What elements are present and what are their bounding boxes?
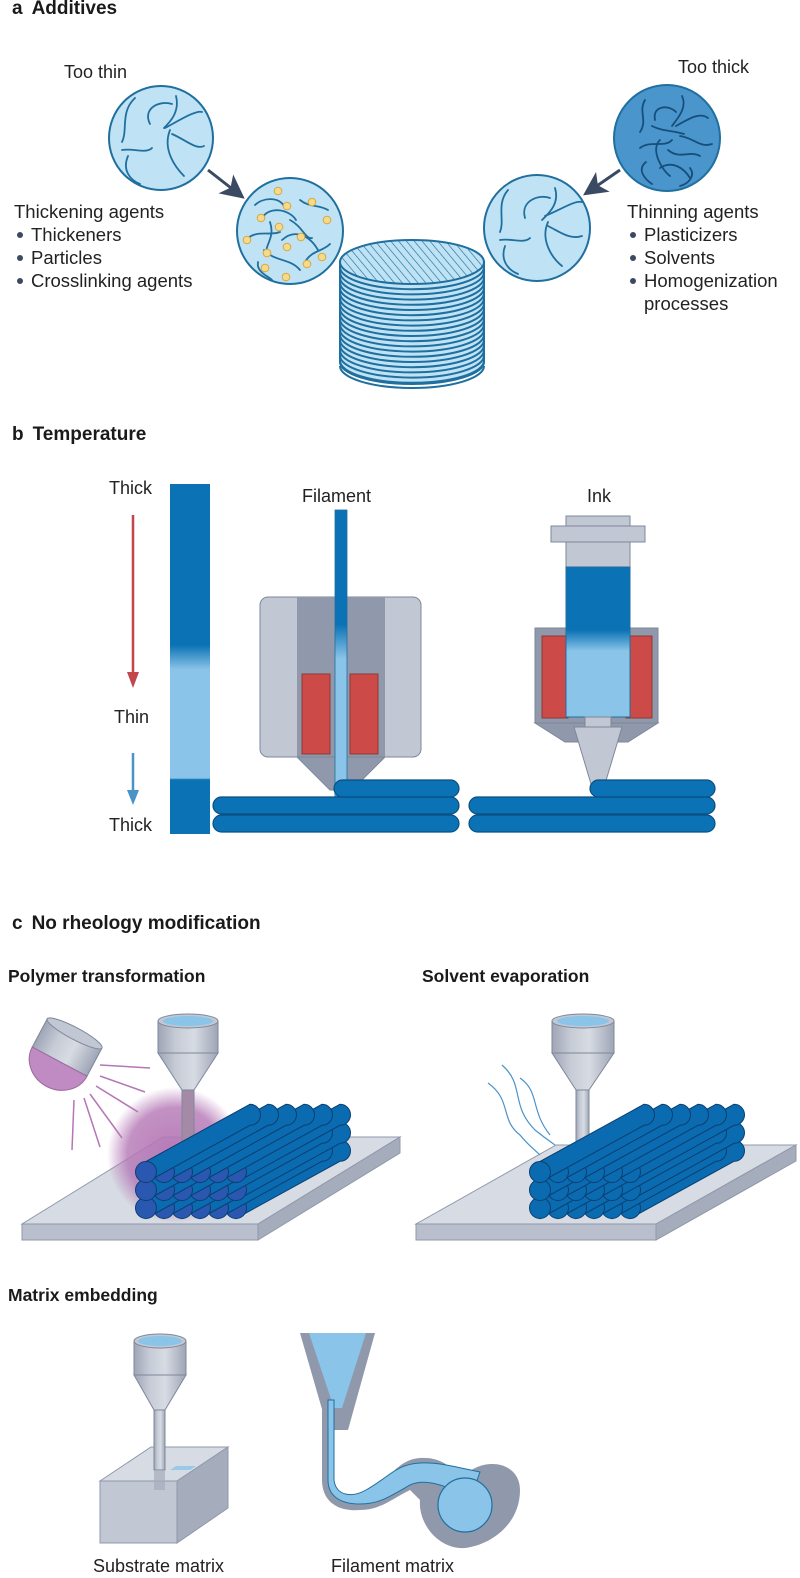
ink-extruder — [533, 515, 660, 785]
cylinder-layer-ring — [339, 339, 485, 363]
filament-matrix-drawing — [300, 1333, 520, 1549]
list-item: Homogenization — [627, 269, 778, 292]
thickened-circle — [236, 177, 344, 285]
panel-c-letter: c — [12, 913, 23, 934]
polymer-nozzle — [157, 1013, 219, 1149]
list-item: Solvents — [627, 246, 778, 269]
ink-reservoir — [565, 566, 631, 718]
solvent-evaporation-drawing — [414, 1013, 798, 1241]
polymer-printed-lattice — [135, 1103, 351, 1220]
cylinder-layer-ring — [339, 313, 485, 337]
thinning-agents-block: Thinning agents Plasticizers Solvents Ho… — [627, 201, 778, 315]
panel-c-title: No rheology modification — [31, 913, 261, 934]
filament-layers — [212, 779, 460, 833]
polymer-transformation-heading: Polymer transformation — [8, 966, 206, 986]
vapor-lines — [487, 1064, 556, 1156]
too-thick-circle — [613, 84, 721, 192]
too-thin-label: Too thin — [64, 62, 128, 82]
panel-c-heading: c No rheology modification — [12, 913, 261, 935]
list-item: Thickeners — [14, 223, 192, 246]
cylinder-layer-ring — [339, 329, 485, 353]
cylinder-layer-ring — [339, 303, 485, 327]
viscosity-gradient-bar — [170, 484, 210, 834]
printed-rod — [539, 1103, 655, 1184]
printed-cylinder — [339, 239, 485, 389]
panel-a-title: Additives — [31, 0, 118, 19]
cylinder-layer-ring — [339, 277, 485, 301]
thickening-agents-title: Thickening agents — [14, 201, 165, 222]
printed-rod — [145, 1103, 261, 1184]
printed-rod-end — [529, 1161, 551, 1183]
list-item-continuation: processes — [644, 293, 729, 314]
filament-matrix-label: Filament matrix — [331, 1556, 455, 1576]
cylinder-layer-ring — [339, 287, 485, 311]
heating-arrow-head — [127, 672, 139, 688]
cylinder-layer-ring — [339, 345, 485, 369]
cylinder-layer-ring — [339, 272, 485, 296]
thinning-agents-list: Plasticizers Solvents Homogenization pro… — [627, 223, 778, 315]
cylinder-layer-ring — [339, 298, 485, 322]
panel-b-drawing — [127, 484, 716, 834]
cylinder-layer-ring — [339, 360, 485, 384]
ink-label: Ink — [587, 486, 612, 506]
printed-rod-end — [135, 1161, 157, 1183]
cylinder-layer-ring — [339, 334, 485, 358]
filament-label: Filament — [302, 486, 372, 506]
ink-layers — [468, 779, 716, 833]
thickening-agents-list: Thickeners Particles Crosslinking agents — [14, 223, 192, 292]
arrow-thin-to-mix — [207, 168, 245, 199]
thinning-agents-title: Thinning agents — [627, 201, 759, 222]
thinned-circle — [483, 174, 591, 282]
substrate-nozzle — [133, 1333, 187, 1490]
cylinder-layer-ring — [339, 319, 485, 343]
list-item: Plasticizers — [627, 223, 778, 246]
substrate-matrix-drawing — [98, 1333, 230, 1544]
panel-b-letter: b — [12, 424, 24, 445]
list-item: Particles — [14, 246, 192, 269]
solvent-printed-lattice — [529, 1103, 745, 1220]
panel-b-heading: b Temperature — [12, 424, 146, 446]
cylinder-layer-ring — [339, 282, 485, 306]
panel-b-title: Temperature — [32, 424, 147, 445]
uv-rays — [71, 1064, 151, 1151]
too-thin-circle — [108, 85, 214, 191]
filament-extruder — [259, 509, 422, 797]
cylinder-layer-ring — [339, 293, 485, 317]
scale-label-thick-bottom: Thick — [109, 815, 153, 835]
scale-label-thin: Thin — [114, 707, 150, 727]
filament-strand — [334, 509, 348, 797]
cylinder-layer-ring — [339, 267, 485, 291]
panel-a-drawing — [108, 84, 721, 389]
solvent-nozzle — [551, 1013, 615, 1146]
panel-a-heading: a Additives — [12, 0, 117, 20]
cylinder-layer-ring — [339, 355, 485, 379]
cooling-arrow-head — [127, 790, 139, 805]
matrix-embedding-heading: Matrix embedding — [8, 1285, 158, 1305]
list-item: Crosslinking agents — [14, 269, 192, 292]
cylinder-layer-ring — [339, 324, 485, 348]
too-thick-label: Too thick — [678, 57, 750, 77]
solvent-evaporation-heading: Solvent evaporation — [422, 966, 590, 986]
panel-a-letter: a — [12, 0, 23, 19]
polymer-transformation-drawing — [20, 1013, 402, 1241]
cylinder-layer-ring — [339, 350, 485, 374]
uv-lamp — [28, 1017, 103, 1091]
cylinder-layer-ring — [339, 365, 485, 389]
thickening-agents-block: Thickening agents Thickeners Particles C… — [14, 201, 192, 292]
arrow-thick-to-thinned — [583, 168, 621, 196]
substrate-matrix-label: Substrate matrix — [93, 1556, 225, 1576]
cylinder-layer-ring — [339, 308, 485, 332]
scale-label-thick-top: Thick — [109, 478, 153, 498]
